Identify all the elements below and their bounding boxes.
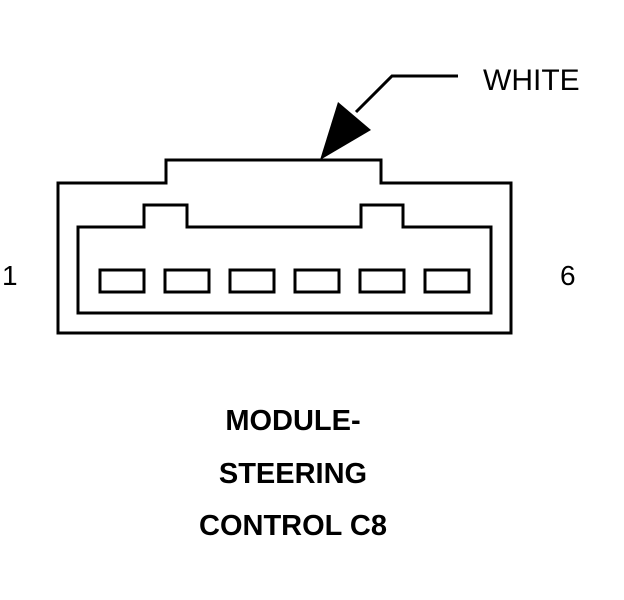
pin-1-label: 1: [2, 260, 18, 291]
connector-inner-face: [76, 203, 493, 315]
pin-cavity-1: [98, 268, 146, 294]
pin-cavity-3: [228, 268, 276, 294]
pin-cavity-4: [293, 268, 341, 294]
pin-cavity-2: [163, 268, 211, 294]
leader-line: [354, 74, 458, 114]
arrow-head: [320, 102, 371, 160]
pin-cavity-6: [423, 268, 471, 294]
caption-line-1: MODULE-: [225, 405, 361, 437]
caption-line-2: STEERING: [218, 458, 368, 490]
pin-cavity-5: [358, 268, 406, 294]
wire-color-label: WHITE: [483, 64, 580, 97]
pin-cavities: [98, 268, 471, 294]
pin-6-label: 6: [560, 260, 576, 291]
connector-outer-shell: [56, 158, 513, 335]
caption-line-3: CONTROL C8: [199, 510, 387, 542]
